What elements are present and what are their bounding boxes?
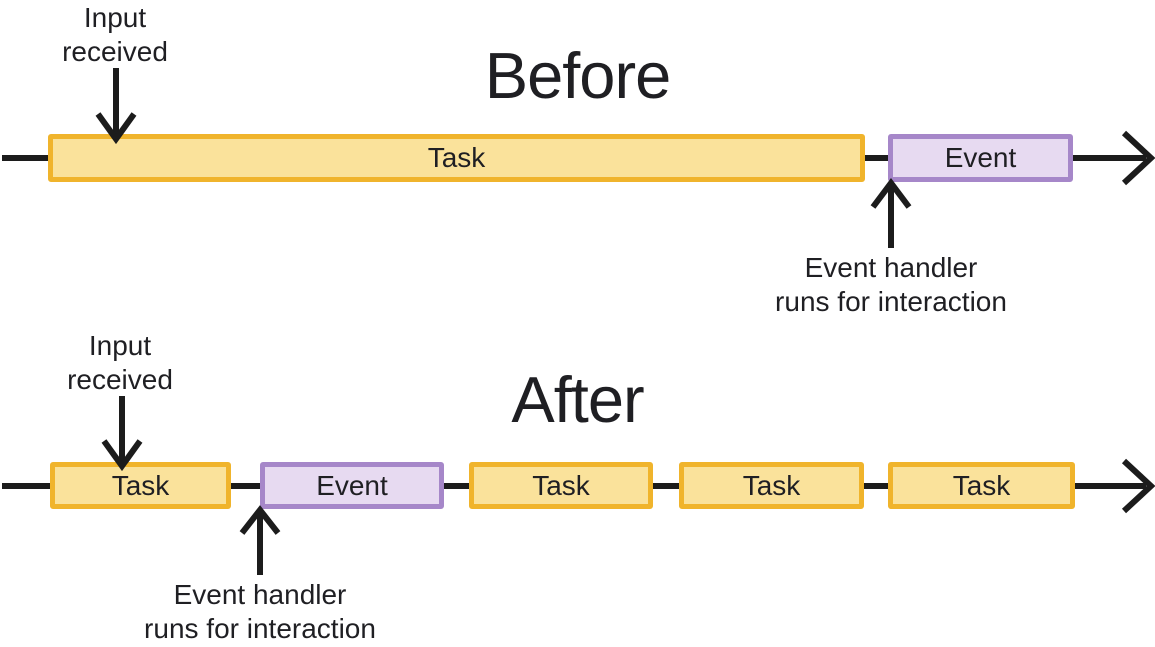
before-handler-arrowhead-icon xyxy=(870,178,912,209)
annotation-text-line: runs for interaction xyxy=(775,286,1007,317)
after-task-box-2: Task xyxy=(469,462,653,509)
annotation-text-line: Input xyxy=(88,330,152,361)
annotation-text-line: runs for interaction xyxy=(144,613,376,644)
annotation-text-line: received xyxy=(67,364,173,395)
annotation-text-line: Event handler xyxy=(804,252,978,283)
after-event-box: Event xyxy=(260,462,444,509)
before-timeline-arrowhead-icon xyxy=(1121,130,1155,186)
annotation-text-line: Input xyxy=(83,2,147,33)
after-handler-arrowhead-icon xyxy=(239,505,281,535)
event-handler-annotation-after: Event handler runs for interaction xyxy=(60,578,460,646)
after-task-box-4: Task xyxy=(888,462,1075,509)
after-task-box-3: Task xyxy=(679,462,864,509)
before-task-box: Task xyxy=(48,134,865,182)
annotation-text-line: received xyxy=(62,36,168,67)
before-title: Before xyxy=(484,39,672,112)
input-received-annotation-after: Input received xyxy=(20,329,220,397)
event-handler-annotation-before: Event handler runs for interaction xyxy=(691,251,1091,319)
input-received-annotation-before: Input received xyxy=(15,1,215,69)
annotation-text-line: Event handler xyxy=(173,579,347,610)
after-task-box-1: Task xyxy=(50,462,231,509)
after-timeline-arrowhead-icon xyxy=(1121,458,1155,514)
before-event-box: Event xyxy=(888,134,1073,182)
after-title: After xyxy=(511,363,644,436)
